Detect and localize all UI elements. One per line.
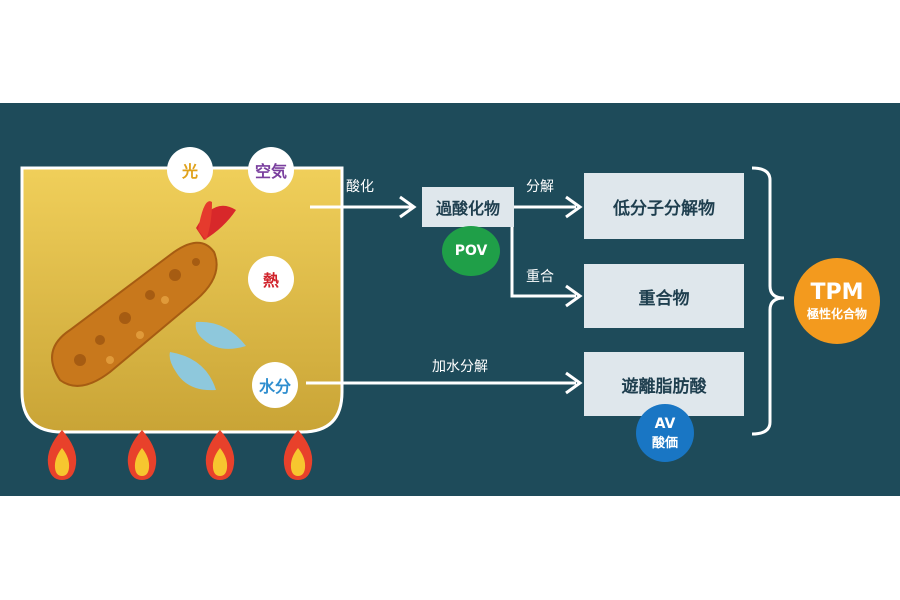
factor-water-label: 水分: [258, 377, 291, 396]
box-peroxide: 過酸化物: [422, 187, 514, 227]
flow-arrows: [306, 166, 785, 436]
box-polymer: 重合物: [584, 264, 744, 328]
factor-light-label: 光: [181, 162, 198, 181]
flame-icon: [283, 430, 313, 480]
flame-icon: [205, 430, 235, 480]
factor-water: 水分: [252, 362, 298, 408]
flame-icon: [47, 430, 77, 480]
factor-air: 空気: [248, 147, 294, 193]
fried-shrimp-icon: [51, 201, 236, 387]
badge-pov-label: POV: [454, 243, 488, 259]
badge-av-title: AV: [654, 415, 676, 432]
factor-heat: 熱: [248, 256, 294, 302]
badge-pov: POV: [442, 226, 500, 276]
label-oxidation: 酸化: [346, 179, 374, 195]
badge-av-sub: 酸価: [651, 435, 678, 451]
label-polymerization: 重合: [526, 269, 554, 285]
badge-tpm-title: TPM: [810, 280, 864, 305]
badge-tpm: TPM 極性化合物: [794, 258, 880, 344]
box-low-molecular: 低分子分解物: [584, 173, 744, 239]
badge-av: AV 酸価: [636, 404, 694, 462]
box-free-fatty-acid: 遊離脂肪酸: [584, 352, 744, 416]
flame-icon: [127, 430, 157, 480]
badge-tpm-sub: 極性化合物: [806, 307, 867, 321]
factor-light: 光: [167, 147, 213, 193]
water-droplet-icon: [169, 352, 216, 391]
label-decomposition: 分解: [526, 179, 554, 195]
factor-heat-label: 熱: [262, 271, 279, 290]
factor-air-label: 空気: [254, 162, 287, 181]
label-hydrolysis: 加水分解: [432, 359, 488, 375]
water-droplet-icon: [195, 321, 246, 349]
